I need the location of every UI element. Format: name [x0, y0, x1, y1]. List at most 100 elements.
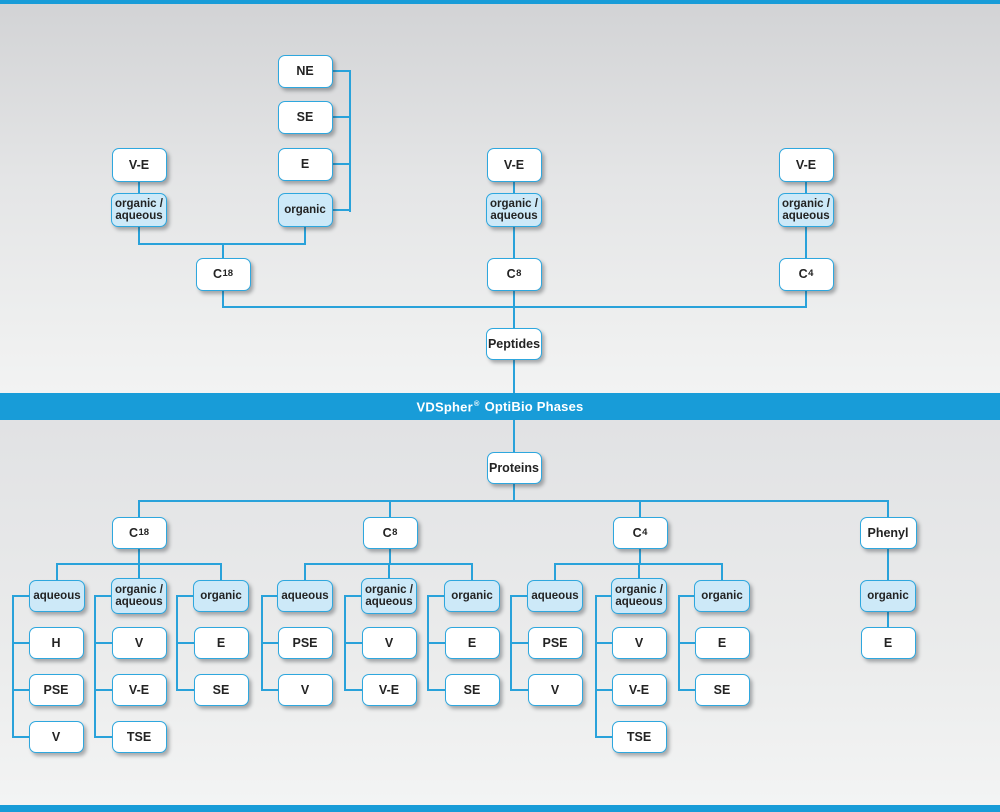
box-label: C [506, 267, 516, 282]
box-top-orgaq-c4: organic / aqueous [778, 193, 834, 227]
box-bot-c8-organic: organic [444, 580, 500, 612]
connector-line [639, 548, 641, 565]
connector-line [177, 689, 194, 691]
connector-line [345, 689, 362, 691]
box-label: organic / aqueous [365, 583, 413, 609]
connector-line [595, 595, 597, 738]
connector-line [177, 595, 195, 597]
connector-line [345, 642, 362, 644]
connector-line [679, 689, 696, 691]
box-bot-c4-aqueous: aqueous [527, 580, 583, 612]
box-label: organic [701, 589, 743, 602]
connector-line [13, 736, 29, 738]
connector-line [887, 611, 889, 628]
box-label: V [134, 635, 144, 650]
connector-line [138, 564, 140, 579]
box-bot-c4-or-e: E [694, 627, 750, 659]
connector-line [138, 501, 140, 518]
box-label-number: 8 [516, 268, 522, 280]
connector-line [679, 595, 696, 597]
box-bot-c8-or-e: E [444, 627, 500, 659]
box-bot-c18-aqueous: aqueous [29, 580, 85, 612]
box-label: E [883, 635, 893, 650]
box-label: organic / aqueous [115, 583, 163, 609]
box-label: organic / aqueous [490, 197, 538, 223]
connector-line [679, 642, 696, 644]
box-bot-c4-organic: organic [694, 580, 750, 612]
box-label-number: 18 [138, 526, 150, 538]
connector-line [262, 595, 279, 597]
box-bot-c18-or-e: E [193, 627, 249, 659]
box-label: NE [296, 64, 314, 79]
box-bot-c18-oa-tse: TSE [111, 721, 167, 753]
banner: VDSpher®OptiBio Phases [0, 393, 1000, 420]
box-label: V-E [503, 157, 525, 172]
box-bot-c18-oa-v: V [111, 627, 167, 659]
box-label: organic / aqueous [782, 197, 830, 223]
box-top-ve-c8: V-E [486, 148, 542, 182]
connector-line [95, 736, 112, 738]
box-bot-c8-oa-v: V [361, 627, 417, 659]
box-label: organic / aqueous [115, 197, 163, 223]
box-label: C [632, 525, 642, 540]
box-peptides: Peptides [486, 328, 542, 360]
box-top-orgaq-c18: organic / aqueous [111, 193, 167, 227]
connector-line [639, 501, 641, 518]
box-label: organic [867, 589, 909, 602]
connector-line [12, 595, 14, 738]
box-label: Peptides [487, 336, 541, 351]
connector-line [94, 595, 96, 738]
box-label: V-E [128, 157, 150, 172]
box-bot-c8-oa-ve: V-E [361, 674, 417, 706]
box-top-ne: NE [277, 55, 333, 88]
box-label: organic [451, 589, 493, 602]
box-bot-c18-orgaq: organic / aqueous [111, 578, 167, 614]
connector-line [177, 642, 194, 644]
connector-line [511, 642, 528, 644]
connector-line [887, 548, 889, 581]
box-bot-c8-orgaq: organic / aqueous [361, 578, 417, 614]
banner-title-rest: OptiBio Phases [484, 399, 584, 415]
connector-line [721, 564, 723, 581]
box-label: E [717, 635, 727, 650]
connector-line [388, 564, 390, 579]
box-label: C [128, 525, 138, 540]
box-bot-c4-oa-tse: TSE [611, 721, 667, 753]
box-top-ve-c4: V-E [778, 148, 834, 182]
box-bot-c18-or-se: SE [193, 674, 249, 706]
connector-line [428, 689, 445, 691]
box-proteins: Proteins [486, 452, 542, 484]
box-bot-c4-oa-ve: V-E [611, 674, 667, 706]
box-top-ve-c18: V-E [111, 148, 167, 182]
connector-line [138, 180, 140, 195]
box-label: V-E [378, 682, 400, 697]
box-bot-phenyl-organic: organic [860, 580, 916, 612]
connector-line [428, 642, 445, 644]
box-label-number: 8 [392, 526, 398, 538]
box-bot-c18-oa-ve: V-E [111, 674, 167, 706]
box-label: aqueous [33, 589, 81, 602]
connector-line [262, 642, 279, 644]
box-label: V-E [628, 682, 650, 697]
box-label: SE [296, 110, 314, 125]
connector-line [56, 564, 58, 581]
connector-line [220, 564, 222, 581]
connector-line [511, 595, 528, 597]
box-bot-phenyl-e: E [860, 627, 916, 659]
connector-line [596, 595, 613, 597]
box-label: C [798, 267, 808, 282]
box-bot-c4-oa-v: V [611, 627, 667, 659]
connector-line [138, 548, 140, 565]
connector-line [513, 420, 515, 453]
box-bot-c8-aq-v: V [277, 674, 333, 706]
connector-line [332, 116, 351, 118]
box-label: C [382, 525, 392, 540]
top-border-bar [0, 0, 1000, 4]
box-bot-c4-aq-v: V [527, 674, 583, 706]
connector-line [513, 290, 515, 329]
